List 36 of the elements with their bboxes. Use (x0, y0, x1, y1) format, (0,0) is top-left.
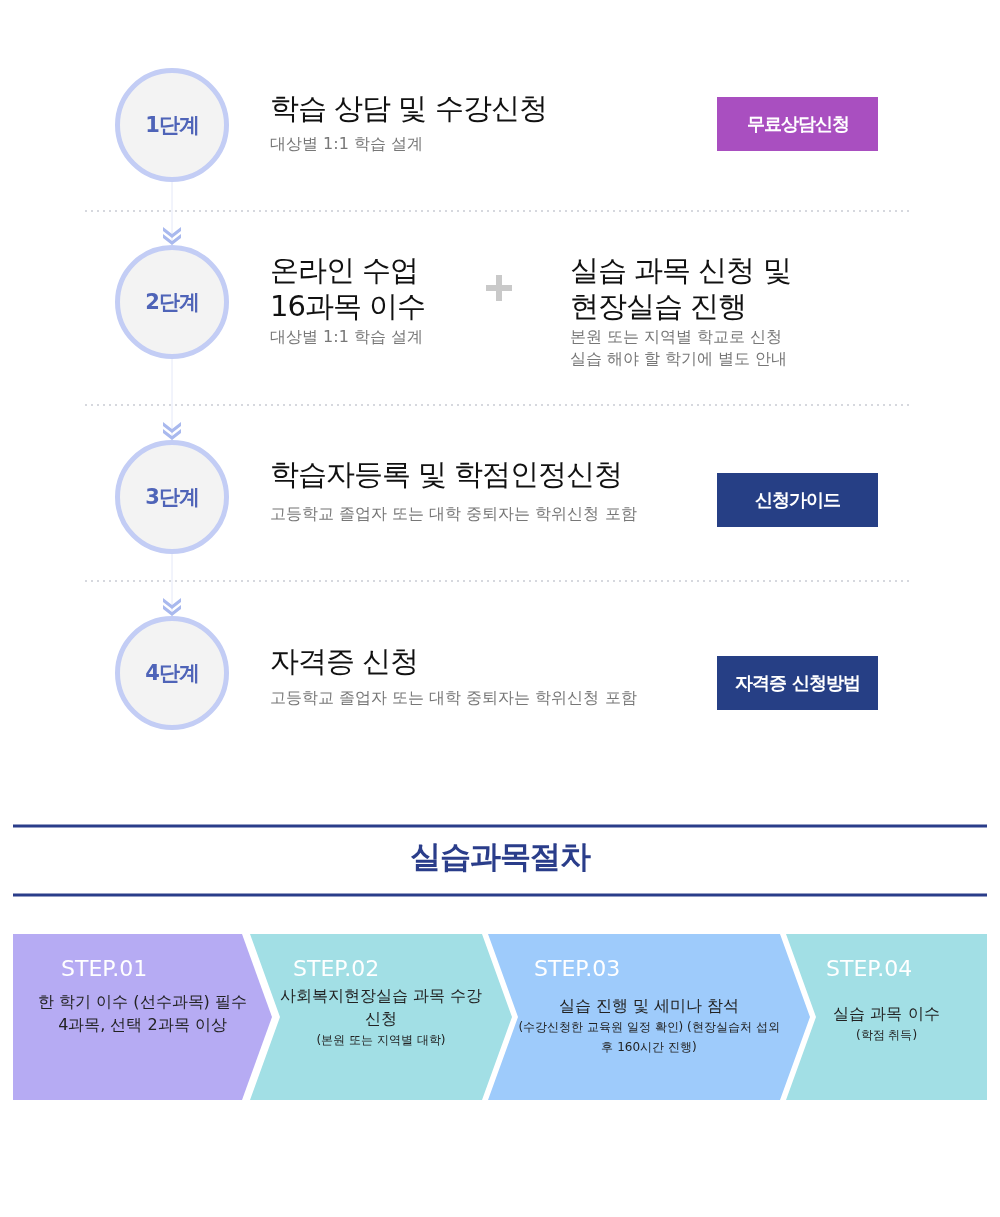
step-text: 실습 과목 이수 (833, 1003, 940, 1025)
guide-button: 신청가이드 (717, 473, 878, 527)
consultation-button: 무료상담신청 (717, 97, 878, 151)
chevron-connector (163, 553, 181, 617)
step-heading: 학습자등록 및 학점인정신청 (270, 456, 624, 492)
step-number: STEP.01 (61, 956, 148, 981)
step-heading: 실습 과목 신청 및 현장실습 진행 (570, 252, 792, 324)
step-arrow-banner (488, 934, 810, 1100)
step-text: 사회복지현장실습 과목 수강 신청 (278, 985, 484, 1030)
step-label: 4단계 (145, 660, 199, 687)
step-number: STEP.02 (293, 956, 380, 981)
step-number: STEP.04 (826, 956, 913, 981)
step-description: 본원 또는 지역별 학교로 신청 실습 해야 할 학기에 별도 안내 (570, 326, 789, 370)
step-label: 3단계 (145, 484, 199, 511)
step-text: 한 학기 이수 (선수과목) 필수 4과목, 선택 2과목 이상 (38, 991, 247, 1036)
step-heading: 자격증 신청 (270, 643, 420, 679)
step-note: (수강신청한 교육원 일정 확인) (현장실습처 섭외 후 160시간 진행) (517, 1019, 781, 1056)
chevron-connector (163, 358, 181, 441)
step-label: 2단계 (145, 289, 199, 316)
step-note: (학점 취득) (855, 1027, 918, 1044)
step-heading: 온라인 수업 16과목 이수 (270, 252, 427, 324)
step-description: 고등학교 졸업자 또는 대학 중퇴자는 학위신청 포함 (270, 687, 638, 709)
step-description: 고등학교 졸업자 또는 대학 중퇴자는 학위신청 포함 (270, 503, 638, 525)
certificate-button: 자격증 신청방법 (717, 656, 878, 710)
step-arrow-banner (13, 934, 272, 1100)
chevron-connector (163, 181, 181, 246)
step-arrow-banner (786, 934, 987, 1100)
step-arrow-banner (250, 934, 512, 1100)
step-text: 실습 진행 및 세미나 참석 (558, 995, 740, 1017)
step-description: 대상별 1:1 학습 설계 (270, 133, 424, 155)
step-note: (본원 또는 지역별 대학) (316, 1032, 446, 1049)
step-heading: 학습 상담 및 수강신청 (270, 90, 548, 126)
step-label: 1단계 (145, 112, 199, 139)
step-number: STEP.03 (534, 956, 621, 981)
step-description: 대상별 1:1 학습 설계 (270, 326, 424, 348)
section-title: 실습과목절차 (409, 837, 592, 876)
